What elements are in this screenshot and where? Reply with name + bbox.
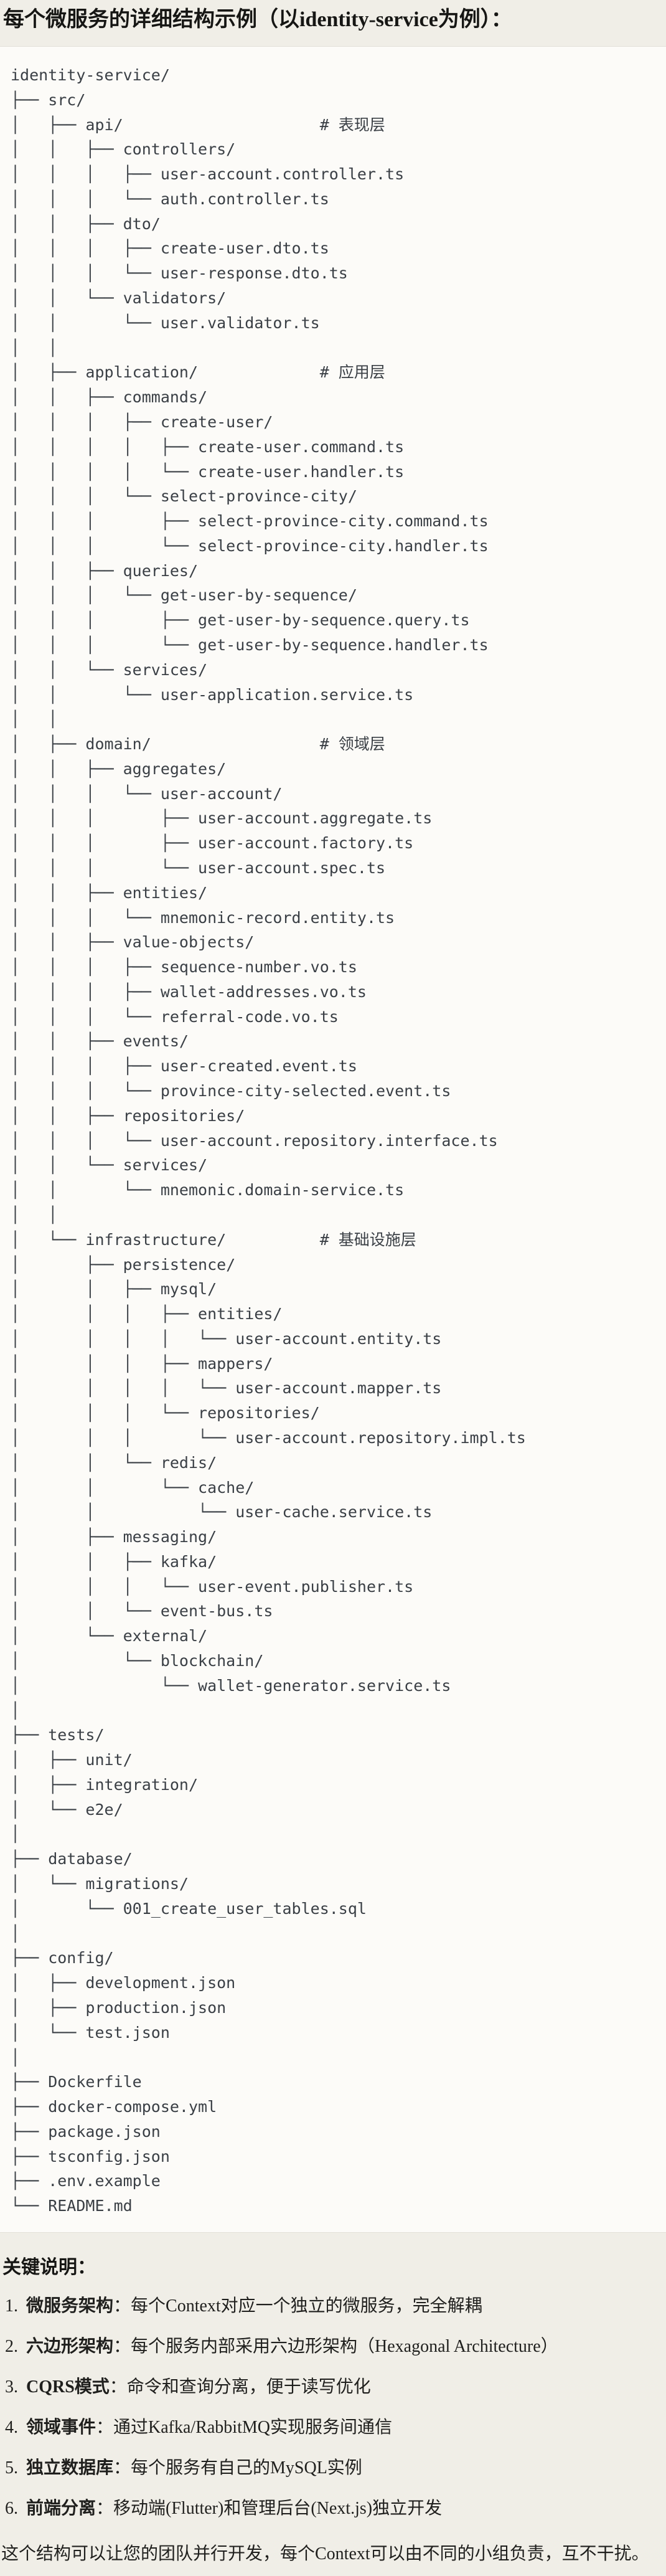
note-term: 前端分离 <box>26 2498 96 2518</box>
note-item: 3. CQRS模式：命令和查询分离，便于读写优化 <box>5 2377 666 2397</box>
note-item: 2. 六边形架构：每个服务内部采用六边形架构（Hexagonal Architec… <box>5 2337 666 2357</box>
note-text: ：每个服务有自己的MySQL实例 <box>113 2458 362 2478</box>
note-term: 领域事件 <box>26 2417 96 2437</box>
note-number: 2. <box>5 2336 18 2356</box>
note-text: ：通过Kafka/RabbitMQ实现服务间通信 <box>96 2417 392 2437</box>
note-term: 微服务架构 <box>26 2296 114 2316</box>
note-item: 1. 微服务架构：每个Context对应一个独立的微服务，完全解耦 <box>5 2296 666 2316</box>
note-text: ：命令和查询分离，便于读写优化 <box>109 2377 371 2397</box>
note-number: 1. <box>5 2296 18 2316</box>
notes-section: 关键说明： 1. 微服务架构：每个Context对应一个独立的微服务，完全解耦 2.… <box>0 2256 666 2565</box>
note-term: CQRS模式 <box>26 2377 110 2397</box>
note-term: 六边形架构 <box>26 2336 114 2356</box>
file-tree: identity-service/ ├── src/ │ ├── api/ # … <box>11 66 526 2215</box>
note-item: 4. 领域事件：通过Kafka/RabbitMQ实现服务间通信 <box>5 2418 666 2438</box>
note-item: 5. 独立数据库：每个服务有自己的MySQL实例 <box>5 2458 666 2478</box>
note-number: 5. <box>5 2458 18 2478</box>
closing-paragraph: 这个结构可以让您的团队并行开发，每个Context可以由不同的小组负责，互不干扰… <box>1 2544 649 2564</box>
note-number: 3. <box>5 2377 18 2397</box>
note-item: 6. 前端分离：移动端(Flutter)和管理后台(Next.js)独立开发 <box>5 2499 666 2519</box>
note-text: ：移动端(Flutter)和管理后台(Next.js)独立开发 <box>96 2498 443 2518</box>
note-number: 4. <box>5 2417 18 2437</box>
note-number: 6. <box>5 2498 18 2518</box>
note-text: ：每个Context对应一个独立的微服务，完全解耦 <box>113 2296 482 2316</box>
note-text: ：每个服务内部采用六边形架构（Hexagonal Architecture） <box>113 2336 558 2356</box>
code-block: identity-service/ ├── src/ │ ├── api/ # … <box>0 46 666 2233</box>
note-term: 独立数据库 <box>26 2458 114 2478</box>
notes-heading: 关键说明： <box>2 2256 96 2278</box>
page-title: 每个微服务的详细结构示例（以identity-service为例）： <box>3 8 512 31</box>
